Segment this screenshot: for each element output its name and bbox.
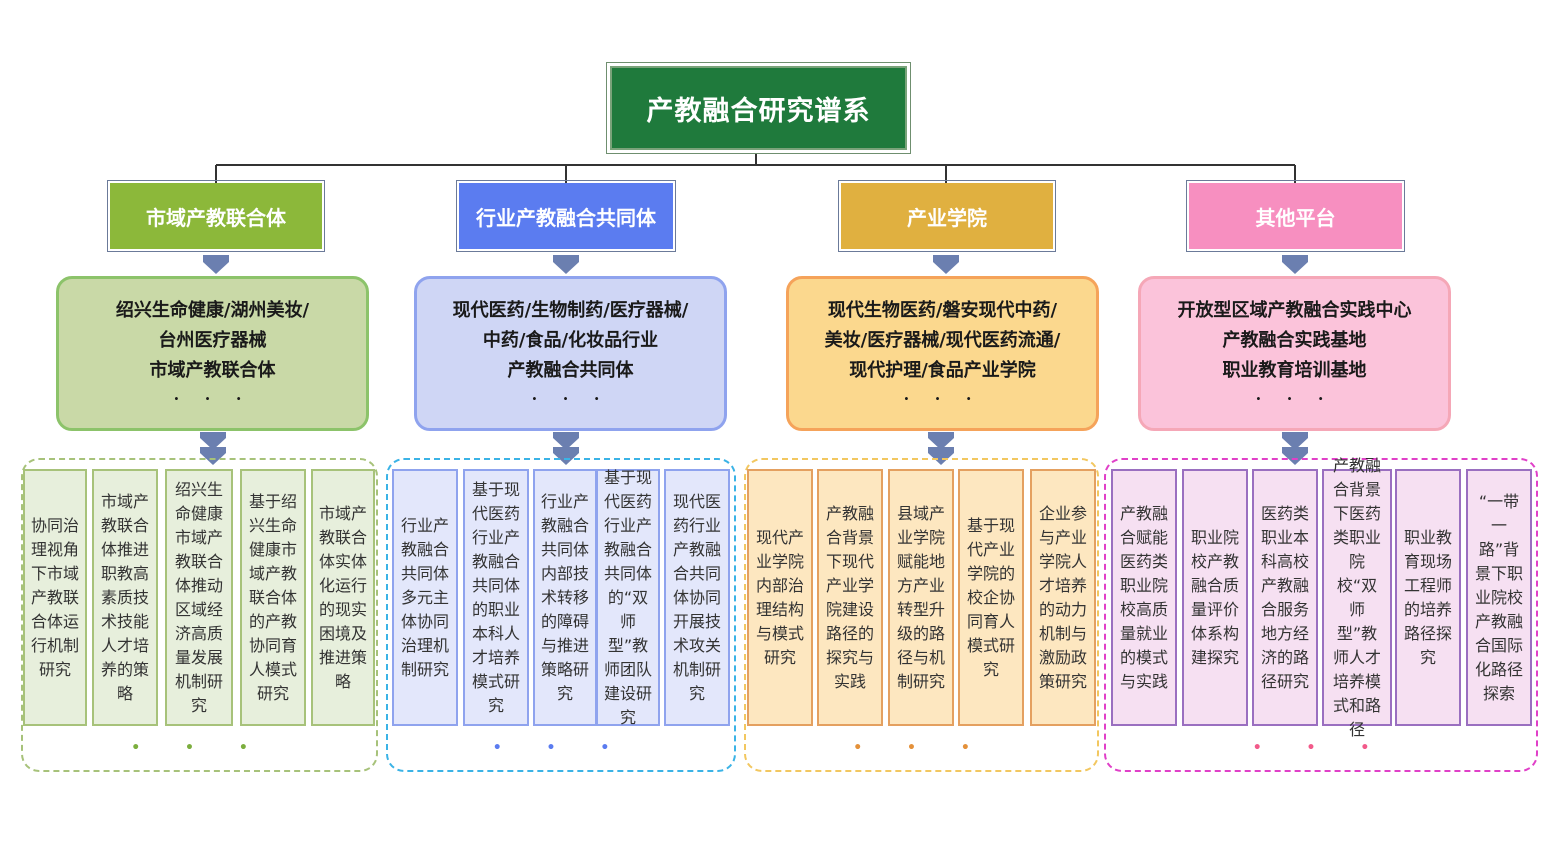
category-box-city: 市域产教联合体 xyxy=(107,180,325,252)
mid-box-college: 现代生物医药/磐安现代中药/ 美妆/医疗器械/现代医药流通/ 现代护理/食品产业… xyxy=(786,276,1099,431)
category-title: 行业产教融合共同体 xyxy=(476,205,656,230)
leaf-text: 协同治理视角下市域产教联合体运行机制研究 xyxy=(30,515,79,679)
leaf-card: 基于绍兴生命健康市域产教联合体的产教协同育人模式研究 xyxy=(240,469,306,726)
leaf-text: 市域产教联合体推进职教高素质技术技能人才培养的策略 xyxy=(100,491,149,703)
leaf-card: 基于现代医药行业产教融合共同体的职业本科人才培养模式研究 xyxy=(463,469,529,726)
leaf-card: 产教融合背景下现代产业学院建设路径的探究与实践 xyxy=(817,469,883,726)
mid-box-other: 开放型区域产教融合实践中心 产教融合实践基地 职业教育培训基地 · · · xyxy=(1138,276,1451,431)
leaf-text: 产教融合背景下医药类职业院校“双师型”教师人才培养模式和路径 xyxy=(1332,455,1381,739)
mid-ellipsis: · · · xyxy=(1255,388,1334,408)
mid-line: 产教融合共同体 xyxy=(507,359,634,381)
leaf-card: 现代医药行业产教融合共同体协同开展技术攻关机制研究 xyxy=(664,469,730,726)
leaf-card: 职业院校产教融合质量评价体系构建探究 xyxy=(1182,469,1248,726)
leaf-text: 职业院校产教融合质量评价体系构建探究 xyxy=(1190,527,1239,667)
leaf-text: 基于现代产业学院的校企协同育人模式研究 xyxy=(966,515,1015,679)
category-title: 其他平台 xyxy=(1255,205,1336,230)
leaf-card: 绍兴生命健康市域产教联合体推动区域经济高质量发展机制研究 xyxy=(165,469,233,726)
leaf-text: 产教融合赋能医药类职业院校高质量就业的模式与实践 xyxy=(1119,503,1168,691)
group-ellipsis: • • • xyxy=(853,740,990,756)
leaf-card: 市域产教联合体实体化运行的现实困境及推进策略 xyxy=(311,469,375,726)
leaf-text: 医药类职业本科高校产教融合服务地方经济的路径研究 xyxy=(1260,503,1309,691)
leaf-card: 现代产业学院内部治理结构与模式研究 xyxy=(747,469,813,726)
leaf-card: 企业参与产业学院人才培养的动力机制与激励政策研究 xyxy=(1030,469,1096,726)
category-title: 市域产教联合体 xyxy=(146,205,286,230)
leaf-text: “一带一路”背景下职业院校产教融合国际化路径探索 xyxy=(1474,491,1523,703)
leaf-card: 市域产教联合体推进职教高素质技术技能人才培养的策略 xyxy=(92,469,158,726)
leaf-card: 产教融合背景下医药类职业院校“双师型”教师人才培养模式和路径 xyxy=(1322,456,1392,739)
leaf-group-industry: • • • xyxy=(386,458,736,772)
mid-line: 现代生物医药/磐安现代中药/ xyxy=(827,299,1058,321)
leaf-card: 行业产教融合共同体多元主体协同治理机制研究 xyxy=(392,469,458,726)
mid-line: 现代医药/生物制药/医疗器械/ xyxy=(452,299,689,321)
leaf-text: 企业参与产业学院人才培养的动力机制与激励政策研究 xyxy=(1038,503,1087,691)
group-ellipsis: • • • xyxy=(1252,740,1390,756)
mid-line: 现代护理/食品产业学院 xyxy=(849,359,1036,381)
leaf-text: 现代产业学院内部治理结构与模式研究 xyxy=(755,527,804,667)
leaf-card: 协同治理视角下市域产教联合体运行机制研究 xyxy=(23,469,87,726)
leaf-text: 职业教育现场工程师的培养路径探究 xyxy=(1403,527,1452,667)
mid-box-industry: 现代医药/生物制药/医疗器械/ 中药/食品/化妆品行业 产教融合共同体 · · … xyxy=(414,276,727,431)
leaf-card: 县域产业学院赋能地方产业转型升级的路径与机制研究 xyxy=(888,469,954,726)
leaf-text: 绍兴生命健康市域产教联合体推动区域经济高质量发展机制研究 xyxy=(174,479,223,715)
leaf-text: 行业产教融合共同体内部技术转移的障碍与推进策略研究 xyxy=(540,491,589,703)
leaf-text: 基于现代医药行业产教融合共同体的职业本科人才培养模式研究 xyxy=(471,479,520,715)
category-box-industry: 行业产教融合共同体 xyxy=(456,180,676,252)
mid-line: 市域产教联合体 xyxy=(149,359,276,381)
mid-line: 绍兴生命健康/湖州美妆/ xyxy=(115,299,310,321)
leaf-text: 基于现代医药行业产教融合共同体的“双师型”教师团队建设研究 xyxy=(603,467,652,727)
root-title: 产教融合研究谱系 xyxy=(646,95,871,127)
group-ellipsis: • • • xyxy=(492,740,630,756)
mid-ellipsis: · · · xyxy=(531,388,610,408)
group-ellipsis: • • • xyxy=(131,740,268,756)
mid-line: 中药/食品/化妆品行业 xyxy=(482,329,659,351)
mid-box-city: 绍兴生命健康/湖州美妆/ 台州医疗器械 市域产教联合体 · · · xyxy=(56,276,369,431)
leaf-card: 基于现代产业学院的校企协同育人模式研究 xyxy=(958,469,1024,726)
mid-ellipsis: · · · xyxy=(903,388,982,408)
leaf-card: “一带一路”背景下职业院校产教融合国际化路径探索 xyxy=(1466,469,1532,726)
leaf-text: 行业产教融合共同体多元主体协同治理机制研究 xyxy=(400,515,449,679)
category-title: 产业学院 xyxy=(907,205,987,230)
leaf-card: 基于现代医药行业产教融合共同体的“双师型”教师团队建设研究 xyxy=(596,468,660,727)
leaf-text: 产教融合背景下现代产业学院建设路径的探究与实践 xyxy=(825,503,874,691)
root-title-box: 产教融合研究谱系 xyxy=(610,66,907,150)
mid-line: 产教融合实践基地 xyxy=(1222,329,1367,351)
leaf-group-college: • • • xyxy=(744,458,1099,772)
mid-line: 开放型区域产教融合实践中心 xyxy=(1177,299,1412,321)
leaf-card: 行业产教融合共同体内部技术转移的障碍与推进策略研究 xyxy=(533,469,597,726)
leaf-text: 基于绍兴生命健康市域产教联合体的产教协同育人模式研究 xyxy=(248,491,297,703)
mid-ellipsis: · · · xyxy=(173,388,252,408)
category-box-other: 其他平台 xyxy=(1186,180,1405,252)
leaf-card: 职业教育现场工程师的培养路径探究 xyxy=(1395,469,1461,726)
leaf-text: 市域产教联合体实体化运行的现实困境及推进策略 xyxy=(318,503,367,691)
category-box-college: 产业学院 xyxy=(838,180,1056,252)
mid-line: 台州医疗器械 xyxy=(158,329,267,351)
mid-line: 美妆/医疗器械/现代医药流通/ xyxy=(824,329,1061,351)
leaf-card: 产教融合赋能医药类职业院校高质量就业的模式与实践 xyxy=(1111,469,1177,726)
leaf-text: 县域产业学院赋能地方产业转型升级的路径与机制研究 xyxy=(896,503,945,691)
leaf-group-city: • • • xyxy=(21,458,378,772)
leaf-group-other: • • • xyxy=(1104,458,1538,772)
leaf-card: 医药类职业本科高校产教融合服务地方经济的路径研究 xyxy=(1252,469,1318,726)
leaf-text: 现代医药行业产教融合共同体协同开展技术攻关机制研究 xyxy=(672,491,721,703)
mid-line: 职业教育培训基地 xyxy=(1222,359,1367,381)
